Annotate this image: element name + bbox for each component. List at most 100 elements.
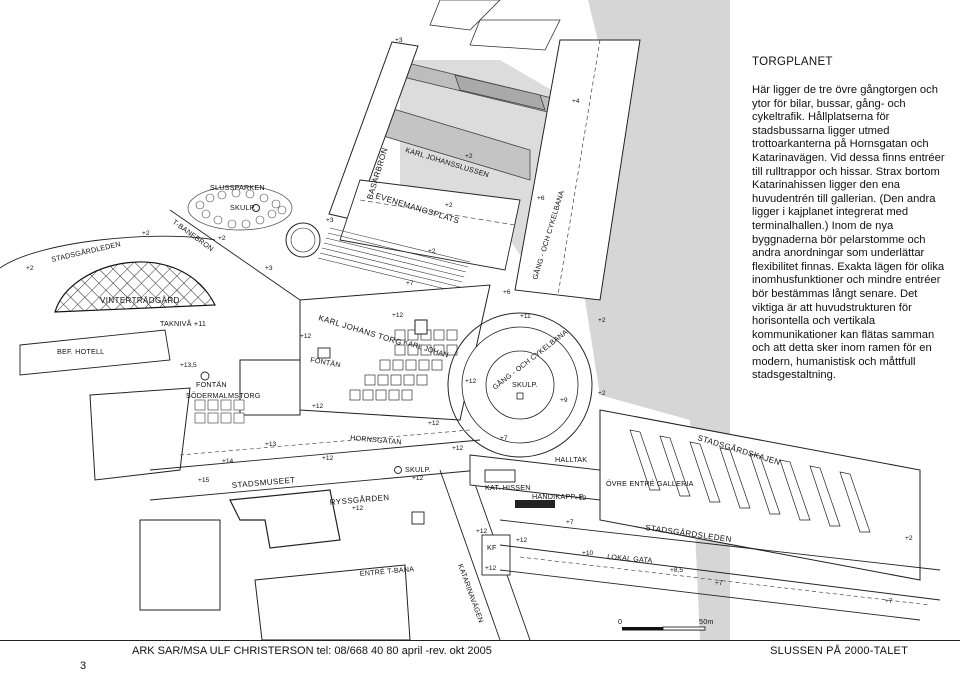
label-skulp-park: SKULP.: [230, 203, 256, 212]
block-center-west: [239, 359, 301, 416]
label-takniva: TAKNIVÅ +11: [160, 319, 206, 328]
label-kf: KF: [487, 543, 497, 552]
level-marker: +12: [485, 565, 497, 572]
level-marker: +2: [445, 202, 453, 209]
ramp-inner: [485, 350, 555, 420]
panel-body: Här ligger de tre övre gångtorgen och yt…: [752, 84, 945, 382]
level-marker: +2: [218, 235, 226, 242]
handikapp-p: [515, 500, 555, 508]
level-marker: +2: [465, 153, 473, 160]
stadsgardsleden-east-road: [499, 519, 941, 621]
scale-end: 50m: [699, 617, 714, 626]
skulp-ramp-symbol: [516, 392, 524, 400]
karl-johan-statue: [414, 319, 428, 335]
stadsgardsleden-west: [0, 235, 216, 269]
footer: ARK SAR/MSA ULF CHRISTERSON tel: 08/668 …: [0, 640, 960, 673]
level-marker: +2: [598, 390, 606, 397]
level-marker: +8,5: [670, 567, 683, 574]
label-lokal-gata: LOKAL GATA: [607, 552, 653, 565]
ryssgarden-square: [411, 511, 425, 525]
level-marker: +12: [516, 537, 528, 544]
level-marker: +15: [198, 477, 210, 484]
level-marker: +7: [406, 280, 414, 287]
label-handikapp: HANDIKAPP. P.: [532, 492, 585, 501]
hornsgatan-dash: [179, 429, 471, 456]
level-marker: +2: [598, 317, 606, 324]
skulp-park-symbol: [252, 204, 260, 212]
level-marker: +2: [905, 535, 913, 542]
vintertradgard-building: [54, 261, 216, 313]
level-marker: +13,5: [180, 362, 197, 369]
level-marker: +12: [322, 455, 334, 462]
fontan-west-symbol: [200, 371, 210, 381]
skulp-south-symbol: [394, 466, 402, 474]
level-marker: +9: [560, 397, 568, 404]
bef-hotell: [19, 329, 171, 376]
level-marker: +12: [412, 475, 424, 482]
page-number: 3: [80, 660, 87, 672]
level-marker: +14: [222, 458, 234, 465]
description-panel: TORGPLANET Här ligger de tre övre gångto…: [752, 56, 952, 383]
level-marker: +7: [715, 580, 723, 587]
level-marker: +12: [452, 445, 464, 452]
block-south: [254, 564, 411, 641]
stadsgardsleden-dash: [519, 556, 931, 606]
label-hornsgatan: HORNSGATAN: [350, 433, 402, 446]
label-vintertradgard: VINTERTRÄDGÅRD: [100, 296, 180, 305]
main-bridge-road: [514, 39, 641, 301]
evenemangsplats-area: [339, 179, 521, 271]
label-bef-hotell: BEF. HOTELL: [57, 347, 104, 356]
label-skulp-south: SKULP.: [405, 465, 431, 474]
level-marker: +10: [582, 550, 594, 557]
label-fontan-west: FONTÄN: [196, 380, 227, 389]
sodermalmstorg-pavers: [194, 399, 245, 424]
footer-project: SLUSSEN PÅ 2000-TALET: [770, 645, 908, 657]
level-marker: +3: [395, 37, 403, 44]
level-marker: +12: [575, 495, 587, 502]
level-marker: +13: [265, 441, 277, 448]
level-marker: +6: [537, 195, 545, 202]
label-halltak: HALLTAK: [555, 455, 587, 464]
label-sodermalmstorg: SÖDERMALMSTORG: [186, 391, 261, 400]
level-marker: +6: [503, 289, 511, 296]
level-marker: +2: [142, 230, 150, 237]
kat-hissen-box: [484, 469, 516, 483]
stadsgardskajen: [599, 409, 921, 581]
level-marker: +12: [428, 420, 440, 427]
event-dash-1: [359, 199, 516, 226]
level-marker: +11: [520, 313, 531, 320]
panel-title: TORGPLANET: [752, 56, 833, 68]
stair-hatch: [317, 227, 471, 293]
level-marker: +2: [428, 248, 436, 255]
level-marker: +12: [300, 333, 312, 340]
kajen-parking: [629, 429, 871, 533]
hornsgatan-road: [149, 439, 481, 501]
footer-credits: ARK SAR/MSA ULF CHRISTERSON tel: 08/668 …: [132, 645, 492, 657]
level-marker: +12: [465, 378, 477, 385]
level-marker: +12: [476, 528, 488, 535]
fontan-torg-square: [317, 347, 331, 359]
level-marker: +7: [885, 598, 893, 605]
scale-start: 0: [618, 617, 622, 626]
label-ovre-entre: ÖVRE ENTRÉ GALLERIA: [606, 479, 694, 488]
level-marker: +12: [312, 403, 324, 410]
slussparken-trees: [195, 188, 287, 229]
label-skulp-ramp: SKULP.: [512, 380, 538, 389]
level-marker: +2: [26, 265, 34, 272]
sodermalmstorg-building: [89, 387, 191, 481]
level-marker: +7: [566, 519, 574, 526]
tbanebron-road: [169, 209, 301, 301]
level-marker: +4: [572, 98, 580, 105]
footer-rule: [0, 640, 960, 641]
block-south-west: [139, 519, 221, 611]
level-marker: +3: [265, 265, 273, 272]
label-kat-hissen: KAT. HISSEN: [485, 483, 531, 492]
torg-stair-blocks: [349, 329, 458, 401]
lock-basin-island: [454, 74, 546, 111]
bridge-centerline: [557, 39, 601, 296]
north-block-2: [469, 19, 561, 51]
level-marker: +12: [392, 312, 404, 319]
scale-bar: [622, 626, 706, 631]
label-stadsgardleden-west: STADSGÅRDLEDEN: [50, 239, 121, 264]
